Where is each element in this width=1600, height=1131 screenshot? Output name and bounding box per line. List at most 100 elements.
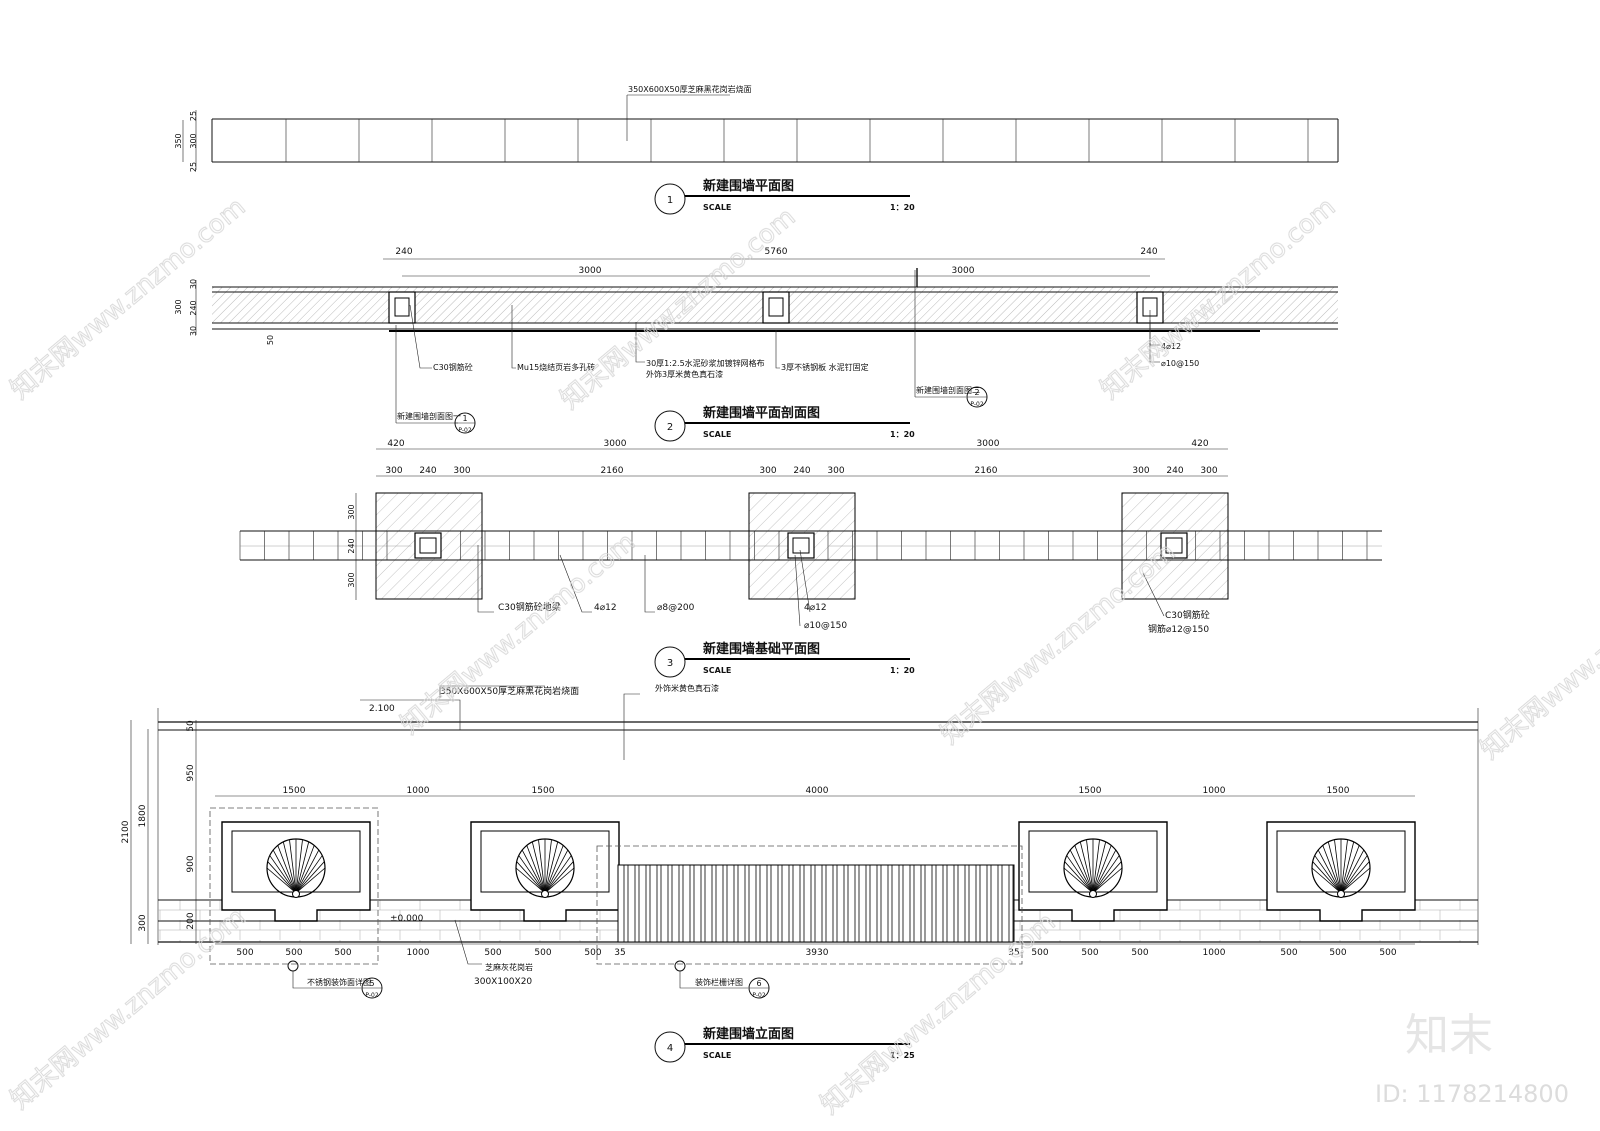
dim-v: 25 bbox=[189, 162, 198, 172]
shell-rib bbox=[295, 842, 309, 894]
detail-ref: P-02 bbox=[752, 992, 765, 999]
level-top: 2.100 bbox=[369, 704, 395, 714]
dim: 1000 bbox=[407, 786, 430, 796]
shell-rib bbox=[544, 855, 572, 894]
drawing-number: 2 bbox=[667, 422, 673, 433]
dim: 300 bbox=[1132, 466, 1149, 476]
shell-rib bbox=[1340, 845, 1360, 894]
shell-rib bbox=[1069, 850, 1094, 894]
dim-v: 25 bbox=[189, 111, 198, 121]
scale-label: SCALE bbox=[703, 1051, 731, 1060]
callout: C30钢筋砼 bbox=[433, 362, 473, 372]
shell-rib bbox=[295, 867, 326, 894]
shell-rib bbox=[295, 840, 303, 894]
dim: 3000 bbox=[579, 266, 602, 276]
shell-rib bbox=[283, 842, 297, 894]
shell-rib bbox=[1064, 861, 1094, 894]
dim-v: 30 bbox=[189, 326, 198, 336]
shell-rib bbox=[544, 842, 558, 894]
dim-v: 300 bbox=[347, 572, 356, 587]
watermark-site: 知末网www.znzmo.com bbox=[5, 902, 251, 1115]
section-number: 1 bbox=[462, 414, 467, 423]
dim-v: 2100 bbox=[121, 820, 131, 843]
drawing-number: 4 bbox=[667, 1043, 673, 1054]
dim-v: 300 bbox=[347, 504, 356, 519]
callout: 300X100X20 bbox=[474, 977, 532, 987]
callout: ⌀10@150 bbox=[1161, 359, 1199, 368]
dim: 1000 bbox=[1203, 786, 1226, 796]
section-ref: P-02 bbox=[458, 427, 471, 434]
dim-v: 300 bbox=[138, 914, 148, 931]
section-ref: P-02 bbox=[970, 401, 983, 408]
dim: 300 bbox=[1200, 466, 1217, 476]
dim: 1500 bbox=[532, 786, 555, 796]
callout: C30钢筋砼地梁 bbox=[498, 601, 561, 613]
shell-rib bbox=[544, 861, 574, 894]
detail-number: 5 bbox=[369, 979, 374, 988]
drawing-title: 新建围墙平面图 bbox=[703, 178, 794, 194]
shell-base bbox=[1089, 890, 1097, 898]
dim-v: 240 bbox=[347, 538, 356, 553]
dim: 240 bbox=[1166, 466, 1183, 476]
scale-label: SCALE bbox=[703, 666, 731, 675]
shell-rib bbox=[1314, 855, 1342, 894]
shell-rib bbox=[1328, 842, 1342, 894]
callout: 4⌀12 bbox=[804, 603, 827, 613]
scale-value: 1：25 bbox=[890, 1051, 915, 1060]
drawing-1-plan: 350X600X50厚芝麻黑花岗岩烧面 25 300 25 350 1 新建围墙… bbox=[174, 84, 1339, 215]
detail-number: 6 bbox=[756, 979, 761, 988]
shell-rib bbox=[526, 845, 546, 894]
shell-rib bbox=[521, 850, 546, 894]
scale-value: 1：20 bbox=[890, 203, 915, 212]
dim-v: 950 bbox=[186, 764, 196, 781]
dim-v: 50 bbox=[186, 720, 196, 732]
shell-rib bbox=[532, 842, 546, 894]
dim: 3000 bbox=[952, 266, 975, 276]
shell-rib bbox=[295, 845, 315, 894]
level-ground: ±0.000 bbox=[390, 914, 424, 924]
dim: 300 bbox=[453, 466, 470, 476]
dim: 500 bbox=[534, 948, 551, 958]
callout: 4⌀12 bbox=[1161, 342, 1181, 351]
detail-ref: P-02 bbox=[365, 992, 378, 999]
shell-rib bbox=[1340, 850, 1365, 894]
fence-bars bbox=[623, 865, 1014, 942]
section-label: 新建围墙剖面图一 bbox=[397, 411, 461, 421]
dim: 2160 bbox=[975, 466, 998, 476]
shell-rib bbox=[1340, 842, 1354, 894]
scale-label: SCALE bbox=[703, 430, 731, 439]
dim: 1500 bbox=[1079, 786, 1102, 796]
dim: 4000 bbox=[806, 786, 829, 796]
shell-rib bbox=[1092, 861, 1122, 894]
dim: 420 bbox=[387, 439, 404, 449]
dim-v: 30 bbox=[189, 279, 198, 289]
shell-rib bbox=[1063, 867, 1094, 894]
callout: 30厚1:2.5水泥砂浆加镀锌网格布 bbox=[646, 358, 765, 368]
shell-rib bbox=[277, 845, 297, 894]
dim: 2160 bbox=[601, 466, 624, 476]
drawing-title: 新建围墙立面图 bbox=[703, 1026, 794, 1042]
dim: 500 bbox=[236, 948, 253, 958]
section-number: 2 bbox=[974, 388, 979, 397]
shell-rib bbox=[1092, 867, 1123, 894]
dim-v: 900 bbox=[186, 855, 196, 872]
dim-v: 300 bbox=[189, 133, 198, 148]
shell-rib bbox=[1092, 855, 1120, 894]
shell-rib bbox=[266, 867, 297, 894]
dim: 500 bbox=[484, 948, 501, 958]
shell-rib bbox=[1066, 855, 1094, 894]
dim: 5760 bbox=[765, 247, 788, 257]
shell-rib bbox=[1311, 867, 1342, 894]
drawing-number: 1 bbox=[667, 195, 673, 206]
dim-v: 200 bbox=[186, 912, 196, 929]
detail-label: 装饰栏栅详图 bbox=[695, 977, 743, 987]
shell-base bbox=[292, 890, 300, 898]
shell-rib bbox=[1322, 845, 1342, 894]
watermark-site: 知末网www.znzmo.com bbox=[1475, 552, 1600, 765]
decor-panels bbox=[221, 821, 1416, 922]
shell-rib bbox=[544, 850, 569, 894]
shell-rib bbox=[295, 861, 325, 894]
